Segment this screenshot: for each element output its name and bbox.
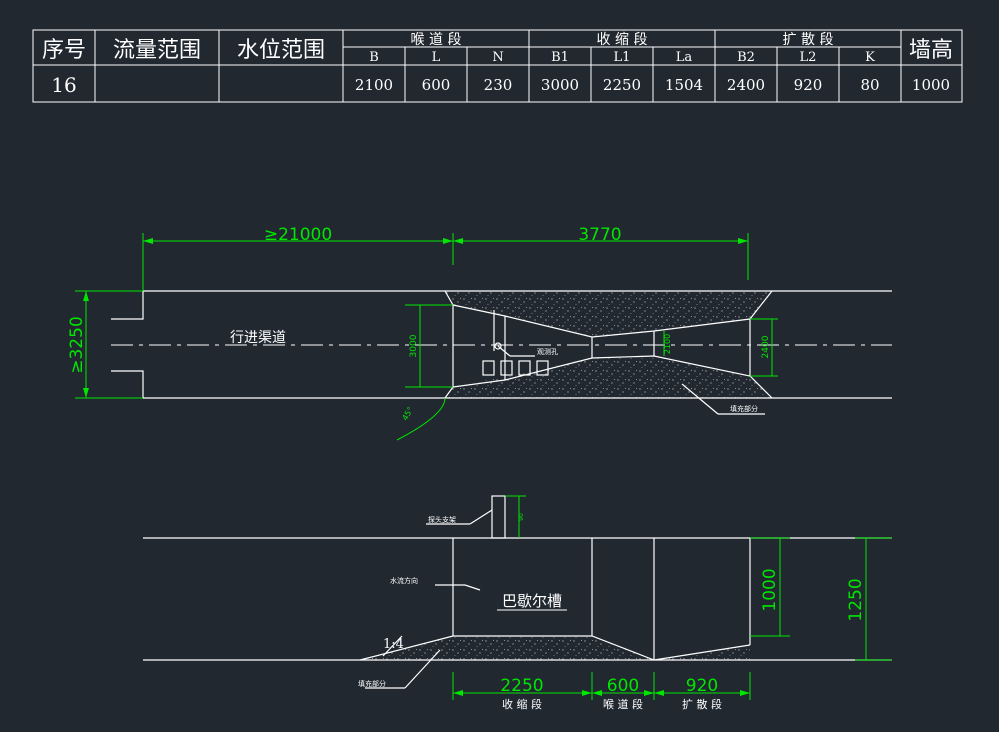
- plan-flume-top-edge: [452, 290, 773, 338]
- header-throat: 喉 道 段: [411, 32, 462, 48]
- section-label-diverge: 扩 散 段: [682, 697, 722, 711]
- plan-angle-label: 45°: [400, 405, 415, 422]
- plan-view: 行进渠道 观测孔 填充部分: [67, 225, 892, 441]
- plan-well-box-2: [500, 360, 513, 376]
- section-flume-label: 巴歇尔槽: [502, 592, 562, 610]
- subheader-b2: B2: [737, 50, 755, 65]
- section-dim-1000: 1000: [760, 568, 780, 611]
- section-slope-label: 1:4: [383, 637, 404, 652]
- section-dim-support: 90: [518, 513, 525, 521]
- plan-channel-bottom-wall: [111, 370, 892, 399]
- subheader-b: B: [369, 50, 379, 65]
- cell-seq: 16: [51, 73, 76, 97]
- section-dim-2250: 2250: [500, 676, 543, 696]
- subheader-l1: L1: [614, 50, 631, 65]
- plan-dim-top-left: ≥21000: [264, 225, 332, 245]
- plan-dim-left: ≥3250: [67, 316, 87, 374]
- subheader-b1: B1: [551, 50, 569, 65]
- plan-well-box-1: [482, 360, 495, 376]
- header-converge: 收 缩 段: [597, 32, 648, 48]
- plan-fill-label: 填充部分: [730, 404, 758, 413]
- plan-dim-2100: 2100: [663, 334, 672, 354]
- cell-k: 80: [860, 76, 879, 94]
- plan-fill-bottom: [445, 356, 772, 398]
- header-flow-range: 流量范围: [113, 38, 201, 63]
- header-level-range: 水位范围: [237, 38, 325, 63]
- section-label-throat: 喉 道 段: [603, 697, 643, 711]
- plan-channel-top-wall: [111, 290, 892, 320]
- subheader-k: K: [865, 50, 875, 65]
- section-dim-1250: 1250: [846, 578, 866, 621]
- cell-l1: 2250: [603, 76, 641, 94]
- section-label-converge: 收 缩 段: [502, 697, 542, 711]
- plan-well-box-3: [518, 360, 531, 376]
- plan-inlet-wing-bottom: [444, 386, 454, 399]
- section-probe-support: [491, 495, 506, 539]
- cell-l2: 920: [794, 76, 823, 94]
- section-dim-600: 600: [607, 676, 639, 696]
- cell-l: 600: [422, 76, 451, 94]
- section-fill: [360, 636, 750, 660]
- subheader-la: La: [676, 50, 693, 65]
- plan-well-label: 观测孔: [537, 348, 558, 356]
- cell-b: 2100: [355, 76, 393, 94]
- cell-wall: 1000: [912, 76, 950, 94]
- section-support-label: 探头支架: [428, 515, 456, 524]
- subheader-n: N: [492, 50, 503, 65]
- cell-b2: 2400: [727, 76, 765, 94]
- cell-b1: 3000: [541, 76, 579, 94]
- plan-flume-bottom-edge: [452, 355, 773, 399]
- header-diverge: 扩 散 段: [783, 32, 834, 48]
- plan-dim-top-right: 3770: [578, 225, 621, 245]
- header-seq: 序号: [42, 38, 86, 63]
- plan-dim-3000: 3000: [409, 334, 419, 357]
- plan-well-circle: [494, 342, 502, 350]
- section-view: 探头支架 水流方向 巴歇尔槽 1:4 填充部分: [143, 495, 892, 711]
- plan-channel-label: 行进渠道: [230, 330, 286, 346]
- section-fill-label: 填充部分: [358, 679, 386, 688]
- cell-n: 230: [484, 76, 513, 94]
- section-flume-floor: [359, 635, 751, 661]
- cell-la: 1504: [665, 76, 703, 94]
- header-wall-height: 墙高: [909, 38, 953, 63]
- plan-well-box-4: [536, 360, 549, 376]
- parameter-table: [32, 29, 963, 103]
- plan-inlet-wing-top: [444, 290, 454, 306]
- section-flow-dir-label: 水流方向: [390, 576, 418, 585]
- subheader-l: L: [432, 50, 441, 65]
- plan-fill-top: [445, 291, 772, 337]
- subheader-l2: L2: [800, 50, 817, 65]
- plan-angle-arc: [396, 397, 446, 441]
- plan-dim-2400: 2400: [761, 335, 771, 358]
- section-dim-920: 920: [686, 676, 718, 696]
